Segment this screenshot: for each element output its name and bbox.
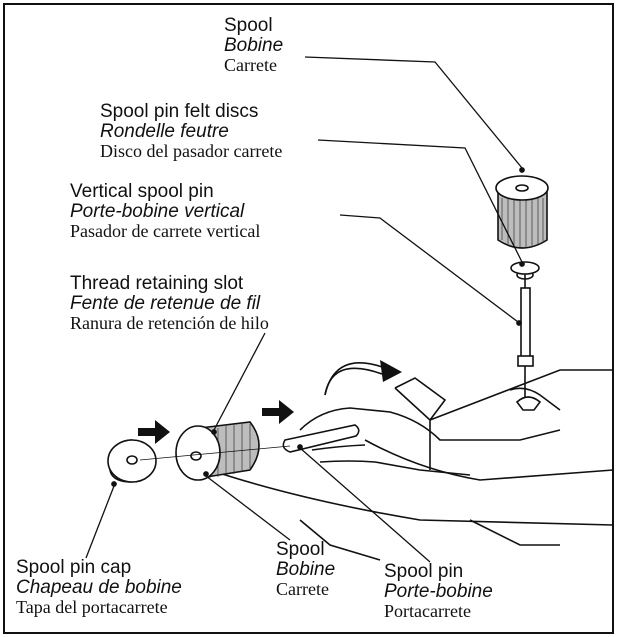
leader-retaining-slot [213,332,266,431]
label-en: Spool pin cap [16,557,132,578]
arrow-right-icon [138,420,170,444]
felt-disc-graphic [510,261,540,275]
label-fr: Rondelle feutre [100,120,229,142]
label-spool-top: Spool Bobine Carrete [224,16,283,75]
vertical-spool-pin-graphic [515,270,542,411]
label-vertical-pin: Vertical spool pin Porte-bobine vertical… [70,182,260,241]
label-en: Spool pin [384,561,464,582]
label-en: Spool [224,15,273,36]
label-es: Portacarrete [384,600,471,621]
label-es: Ranura de retención de hilo [70,312,269,333]
alignment-line [139,445,291,461]
machine-body-outline [209,369,614,561]
label-en: Vertical spool pin [70,181,214,202]
spool-pin-cap-graphic [107,439,157,483]
label-felt-discs: Spool pin felt discs Rondelle feutre Dis… [100,102,282,161]
label-es: Tapa del portacarrete [16,596,168,617]
label-fr: Bobine [276,558,336,580]
label-es: Disco del pasador carrete [100,140,283,161]
diagram-border [3,3,614,634]
label-fr: Fente de retenue de fil [70,292,261,314]
label-spool-bottom: Spool Bobine Carrete [276,540,335,599]
spool-horizontal-graphic [175,421,260,481]
label-es: Pasador de carrete vertical [70,220,261,241]
label-fr: Bobine [224,34,284,56]
label-fr: Chapeau de bobine [16,576,182,598]
label-en: Thread retaining slot [70,273,244,294]
rotate-arrow [324,360,402,396]
label-retaining-slot: Thread retaining slot Fente de retenue d… [70,274,269,333]
arrow-right-icon [262,400,294,424]
label-fr: Porte-bobine vertical [70,200,245,222]
leader-spool-pin [299,447,431,563]
leader-spool-top [304,56,523,169]
label-spool-pin: Spool pin Porte-bobine Portacarrete [384,562,493,621]
label-es: Carrete [276,578,329,599]
label-en: Spool pin felt discs [100,101,259,122]
leader-lines [85,56,525,563]
spool-top-graphic [495,175,549,249]
spool-pin-graphic [282,424,360,453]
label-es: Carrete [224,54,277,75]
leader-spool-bottom [205,475,291,541]
leader-felt-discs [317,139,523,263]
leader-pin-cap [85,485,115,559]
leader-vertical-pin [339,214,519,323]
label-fr: Porte-bobine [384,580,493,602]
label-pin-cap: Spool pin cap Chapeau de bobine Tapa del… [16,558,182,617]
label-en: Spool [276,539,325,560]
